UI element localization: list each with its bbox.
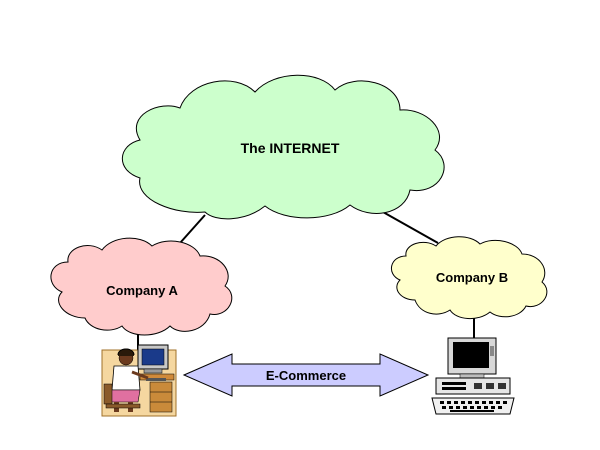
company-a-label: Company A	[106, 283, 178, 298]
internet-cloud-shape	[121, 74, 445, 220]
ecommerce-label: E-Commerce	[266, 368, 346, 383]
internet-label: The INTERNET	[241, 140, 340, 156]
desktop-computer-icon	[431, 337, 515, 415]
company-b-label: Company B	[436, 270, 508, 285]
ecommerce-arrow-shape	[182, 353, 430, 397]
company-a-cloud-shape	[50, 237, 233, 336]
ecommerce-arrow: E-Commerce	[182, 353, 430, 397]
internet-cloud: The INTERNET	[121, 74, 445, 220]
person-at-computer-icon	[101, 344, 177, 417]
company-b-cloud-shape	[391, 236, 548, 319]
connector-internet-company-b	[382, 211, 439, 244]
company-b-cloud: Company B	[391, 236, 548, 319]
company-a-cloud: Company A	[50, 237, 233, 336]
